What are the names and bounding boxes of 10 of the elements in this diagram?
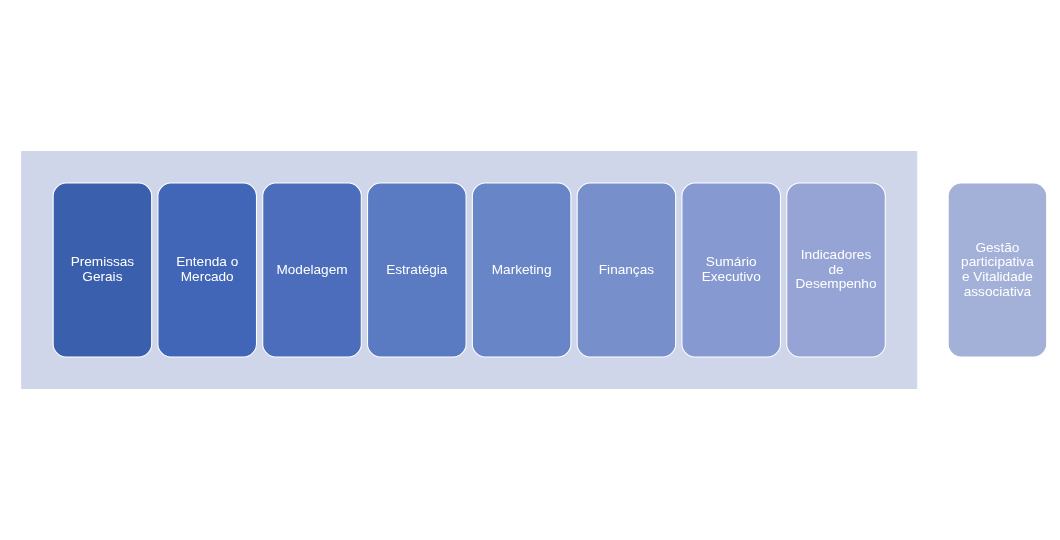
node-box: Marketing	[471, 182, 572, 358]
node-box: Estratégia	[367, 182, 467, 358]
node-box: Finanças	[576, 182, 677, 358]
cluster	[21, 151, 918, 389]
node-box: Premissas Gerais	[52, 182, 153, 358]
node-box: Entenda o Mercado	[157, 182, 257, 358]
node-box: Modelagem	[262, 182, 362, 358]
node-box: Indicadores de Desempenho	[786, 182, 886, 358]
node-box: Sumário Executivo	[681, 182, 781, 358]
node-box: Gestão participativa e Vitalidade associativa	[947, 182, 1048, 358]
